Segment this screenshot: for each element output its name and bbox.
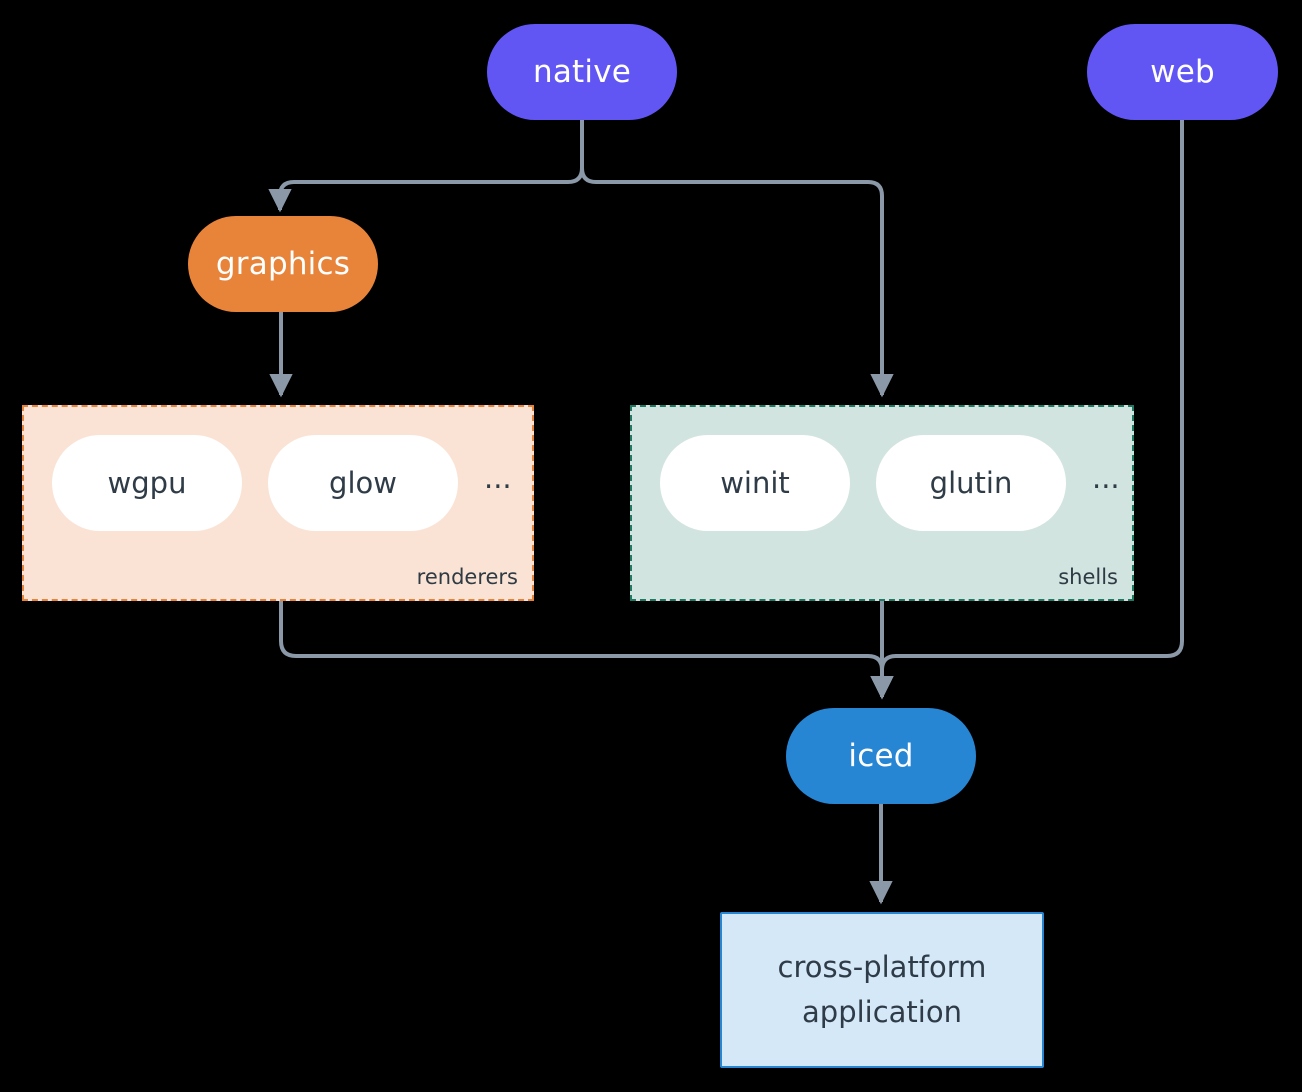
node-web-label: web	[1150, 54, 1215, 90]
group-renderers-label: renderers	[416, 565, 518, 589]
node-graphics[interactable]: graphics	[188, 216, 378, 312]
group-shells[interactable]: winit glutin ... shells	[630, 405, 1134, 601]
chip-winit-label: winit	[720, 466, 790, 500]
node-iced[interactable]: iced	[786, 708, 976, 804]
chip-winit[interactable]: winit	[660, 435, 850, 531]
group-renderers[interactable]: wgpu glow ... renderers	[22, 405, 534, 601]
node-application[interactable]: cross-platform application	[720, 912, 1044, 1068]
chip-glow[interactable]: glow	[268, 435, 458, 531]
node-graphics-label: graphics	[215, 246, 351, 282]
chip-glutin-label: glutin	[929, 466, 1013, 500]
shells-more-ellipsis: ...	[1092, 460, 1120, 495]
group-shells-label: shells	[1058, 565, 1118, 589]
node-native[interactable]: native	[487, 24, 677, 120]
chip-glow-label: glow	[329, 466, 397, 500]
node-application-line2: application	[802, 995, 962, 1029]
edge-native-to-shells	[580, 120, 894, 398]
node-native-label: native	[532, 54, 632, 90]
edge-native-bus	[268, 120, 584, 213]
node-web[interactable]: web	[1087, 24, 1278, 120]
node-application-line1: cross-platform	[777, 950, 987, 985]
chip-wgpu[interactable]: wgpu	[52, 435, 242, 531]
group-renderers-items: wgpu glow ...	[52, 435, 512, 531]
group-shells-items: winit glutin ...	[660, 435, 1120, 531]
chip-glutin[interactable]: glutin	[876, 435, 1066, 531]
chip-wgpu-label: wgpu	[107, 466, 187, 500]
renderers-more-ellipsis: ...	[484, 460, 512, 495]
edge-renderers-to-iced	[279, 601, 894, 700]
node-iced-label: iced	[848, 738, 914, 774]
